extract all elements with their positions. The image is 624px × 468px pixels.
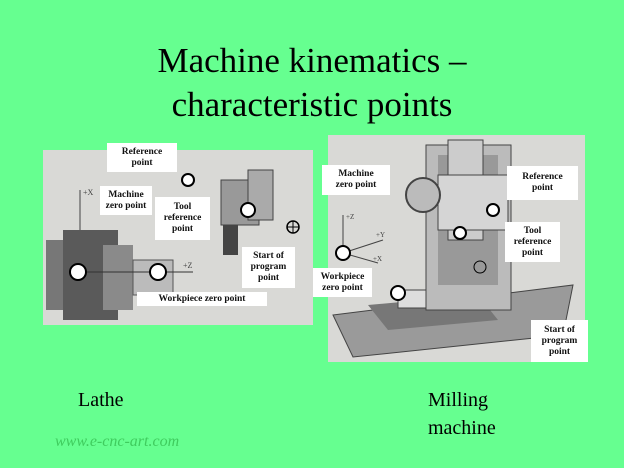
milling-caption-line1: Milling [428,389,489,411]
lathe-workpiece-zero-point-label: Workpiece zero point [137,292,267,306]
mill-y-axis-label: +Y [376,231,385,239]
slide-title-line2: characteristic points [171,85,453,124]
mill-tool-reference-point-label: Tool reference point [505,222,560,262]
lathe-caption: Lathe [78,389,124,411]
milling-caption-line2: machine [428,417,496,439]
reference-point-marker [181,173,195,187]
mill-start-of-program-point-label: Start of program point [531,320,588,362]
mill-workpiece-zero-marker [390,285,406,301]
milling-drawing: +Z +Y +X [332,139,574,358]
tool-reference-marker [240,202,256,218]
lathe-diagram: +X +Z [43,150,313,325]
lathe-tool-reference-point-label: Tool reference point [155,197,210,240]
mill-machine-zero-point-label: Machine zero point [322,165,390,195]
mill-workpiece-zero-point-label: Workpiece zero point [313,268,372,297]
lathe-z-axis-label: +Z [183,261,193,270]
watermark: www.e-cnc-art.com [55,433,180,450]
mill-machine-zero-marker [335,245,351,261]
mill-tool-reference-marker [453,226,467,240]
machine-zero-marker [69,263,87,281]
mill-z-axis-label: +Z [346,213,354,221]
mill-x-axis-label: +X [373,255,382,263]
mill-reference-point-label: Reference point [507,166,578,200]
lathe-reference-point-label: Reference point [107,143,177,172]
lathe-drawing: +X +Z [46,169,300,320]
lathe-x-axis-label: +X [83,188,94,197]
mill-start-of-program-marker [473,260,487,274]
workpiece-zero-marker [149,263,167,281]
lathe-start-of-program-point-label: Start of program point [242,247,295,288]
lathe-machine-zero-point-label: Machine zero point [100,186,152,215]
slide-title-line1: Machine kinematics – [157,41,467,80]
mill-reference-marker [486,203,500,217]
